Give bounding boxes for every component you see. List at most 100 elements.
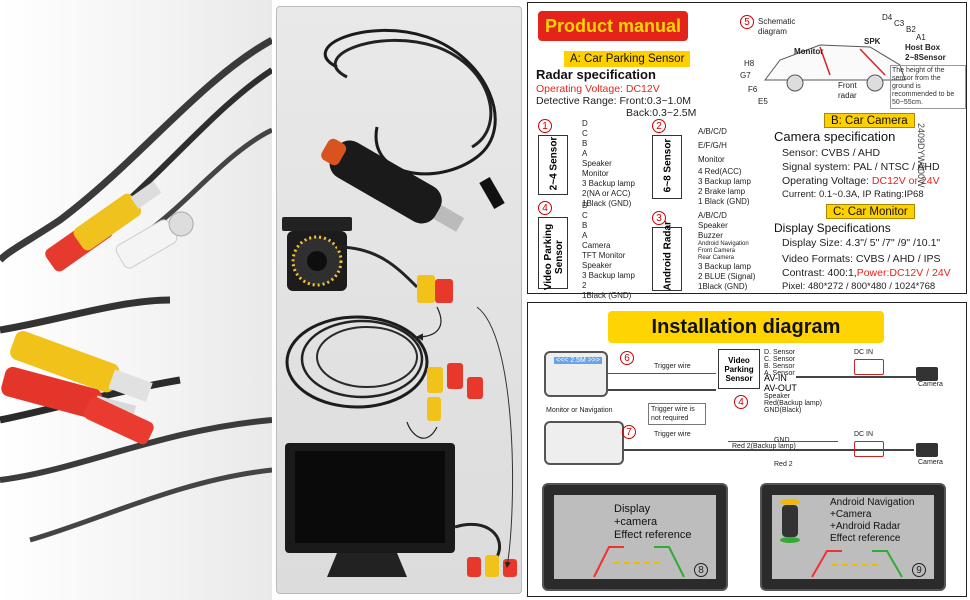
box1-pin: D xyxy=(582,119,588,128)
box1-pin: 1Black (GND) xyxy=(582,199,632,208)
box4-pin: Camera xyxy=(582,241,611,250)
sensor-h8: H8 xyxy=(744,59,755,68)
monitor-screen-7 xyxy=(544,421,624,465)
step-9-number: 9 xyxy=(912,563,926,577)
effect-8-text: Display +camera Effect reference xyxy=(614,503,692,541)
box3-pin: Buzzer xyxy=(698,231,723,240)
radar-spec-title: Radar specification xyxy=(536,67,656,82)
section-c-label: C: Car Monitor xyxy=(826,204,915,219)
camera-spec-title: Camera specification xyxy=(774,129,896,144)
sensor-a1: A1 xyxy=(916,33,926,42)
step-8-number: 8 xyxy=(694,563,708,577)
sensor-input: D. Sensor xyxy=(764,349,796,356)
camera-sensor: Sensor: CVBS / AHD xyxy=(782,147,881,159)
box2-pin: A/B/C/D xyxy=(698,127,727,136)
rca-cables-image xyxy=(0,36,272,543)
schematic-diagram: 5 Schematic diagram Monitor SPK Front ra… xyxy=(740,13,966,109)
box3-pin: 1Black (GND) xyxy=(698,282,748,291)
monitor-or-nav-label: Monitor or Navigation xyxy=(546,407,613,414)
camera-voltage-value: DC12V or 24V xyxy=(871,175,940,187)
box3-pin: Speaker xyxy=(698,221,728,230)
box4-pin: TFT Monitor xyxy=(582,251,626,260)
sensor-c3: C3 xyxy=(894,19,905,28)
sensor-e5: E5 xyxy=(758,97,768,106)
box3-pin-red: 3 Backup lamp xyxy=(698,262,751,271)
installation-diagram-panel: Installation diagram <<< 2.5M >>> 6 Moni… xyxy=(527,302,967,597)
radar-detective-range: Detective Range: Front:0.3~1.0M xyxy=(536,95,691,107)
kit-components-image xyxy=(282,28,517,577)
distance-label: <<< 2.5M >>> xyxy=(554,357,602,364)
schematic-spk: SPK xyxy=(864,37,881,46)
display-power: Power:DC12V / 24V xyxy=(856,267,951,279)
sensor-input: C. Sensor xyxy=(764,356,796,363)
parking-guide-lines xyxy=(811,550,903,578)
cable-photo xyxy=(0,0,272,600)
radar-back-range: Back:0.3~2.5M xyxy=(626,107,697,119)
sensor-box-2: 2 6~8 Sensor A/B/C/D E/F/G/H Monitor 4 R… xyxy=(650,119,765,209)
trigger-wire-1: Trigger wire xyxy=(654,363,691,370)
box1-pin: B xyxy=(582,139,588,148)
schematic-number: 5 xyxy=(740,15,754,29)
red2-backup-label: Red 2(Backup lamp) xyxy=(732,443,796,450)
camera-icon xyxy=(916,443,938,457)
display-spec-title: Display Specifications xyxy=(774,221,891,235)
box1-number: 1 xyxy=(538,119,552,133)
box4-pin: C xyxy=(582,211,588,220)
out-line-red: Red(Backup lamp) xyxy=(764,400,822,407)
step-7-number: 7 xyxy=(622,425,636,439)
box1-pin: C xyxy=(582,129,588,138)
av-in-label: AV-IN xyxy=(764,373,787,383)
box4-name: Video Parking Sensor xyxy=(543,223,565,291)
box2-pin-red: 4 Red(ACC) xyxy=(698,167,742,176)
box3-pin: Front Camera xyxy=(698,248,736,254)
section-b-label: B: Car Camera xyxy=(824,113,915,128)
box1-name: 2~4 Sensor xyxy=(548,136,560,191)
video-parking-sensor-box: Video Parking Sensor xyxy=(718,349,760,389)
product-code: 2409DYW200W xyxy=(916,123,926,188)
schematic-label: Schematic diagram xyxy=(758,17,796,36)
schematic-monitor: Monitor xyxy=(794,47,824,56)
box4-pin-red: 3 Backup lamp xyxy=(582,271,635,280)
parking-guide-lines xyxy=(593,546,685,578)
sensor-input: A. Sensor xyxy=(764,370,795,377)
camera-label-1: Camera xyxy=(918,381,943,388)
product-kit-panel xyxy=(276,6,522,594)
step-4-number: 4 xyxy=(734,395,748,409)
box2-name: 6~8 Sensor xyxy=(662,138,674,193)
box3-pin: Rear Camera xyxy=(698,255,735,261)
box2-pin: E/F/G/H xyxy=(698,141,727,150)
box1-pin-red: 3 Backup lamp xyxy=(582,179,635,188)
camera-label-2: Camera xyxy=(918,459,943,466)
camera-signal: Signal system: PAL / NTSC / AHD xyxy=(782,161,940,173)
sensor-g7: G7 xyxy=(740,71,751,80)
camera-voltage-label: Operating Voltage: xyxy=(782,175,869,187)
out-line: Speaker xyxy=(764,393,791,400)
installation-title: Installation diagram xyxy=(608,311,884,343)
product-manual-panel: Product manual A: Car Parking Sensor Rad… xyxy=(527,2,967,300)
display-video: Video Formats: CVBS / AHD / IPS xyxy=(782,253,941,265)
box3-pin: Android Navigation xyxy=(698,241,749,247)
step-6-number: 6 xyxy=(620,351,634,365)
box4-pin: 2 xyxy=(582,281,587,290)
box4-pin: 1Black (GND) xyxy=(582,291,632,300)
box4-pin: Speaker xyxy=(582,261,612,270)
box4-pin: D xyxy=(582,201,588,210)
display-pixel: Pixel: 480*272 / 800*480 / 1024*768 xyxy=(782,281,936,292)
sensor-f6: F6 xyxy=(748,85,758,94)
sensor-box-4: 4 Video Parking Sensor D C B A Camera TF… xyxy=(536,201,648,300)
box1-pin: Monitor xyxy=(582,169,609,178)
manual-title: Product manual xyxy=(538,11,688,41)
box4-pin: B xyxy=(582,221,588,230)
gnd-label: GND xyxy=(774,437,790,444)
sensor-box-1: 1 2~4 Sensor D C B A Speaker Monitor 3 B… xyxy=(536,119,648,208)
trigger-wire-2: Trigger wire xyxy=(654,431,691,438)
box3-name: Android Radar xyxy=(662,221,674,291)
av-out-label: AV-OUT xyxy=(764,383,797,393)
box3-pin: 2 BLUE (Signal) xyxy=(698,272,756,281)
trigger-note: Trigger wire is not required xyxy=(648,403,706,425)
box2-pin-red: 3 Backup lamp xyxy=(698,177,751,186)
monitor-screen-6: <<< 2.5M >>> xyxy=(544,351,608,397)
radar-operating-voltage: Operating Voltage: DC12V xyxy=(536,83,660,95)
car-outline-image xyxy=(764,44,906,92)
box3-number: 3 xyxy=(652,211,666,225)
